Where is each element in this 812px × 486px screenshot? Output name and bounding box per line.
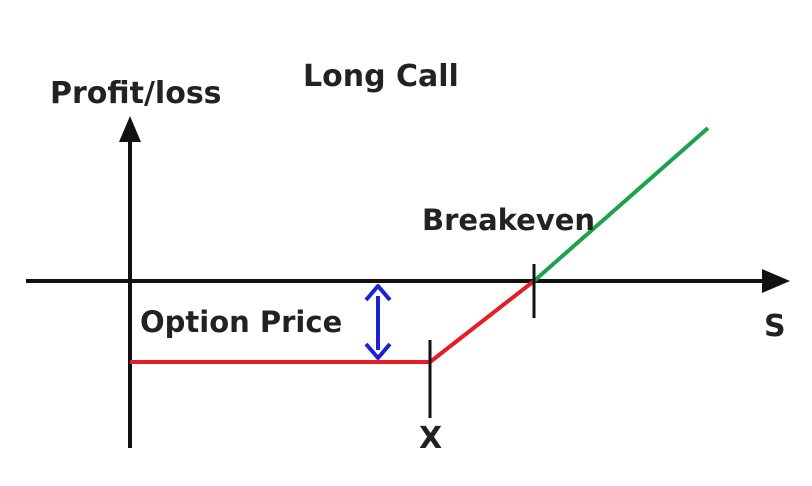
loss-segment-rising [428,279,536,364]
breakeven-label: Breakeven [422,203,595,237]
y-axis-arrowhead [119,116,141,142]
x-axis-arrowhead [762,269,790,293]
y-axis-label: Profit/loss [50,76,222,111]
profit-segment [532,126,710,283]
option-price-label: Option Price [140,305,342,339]
option-price-double-arrow [364,284,392,360]
strike-label: X [419,421,442,456]
x-axis-label: S [764,309,786,344]
diagram-title: Long Call [303,59,459,94]
